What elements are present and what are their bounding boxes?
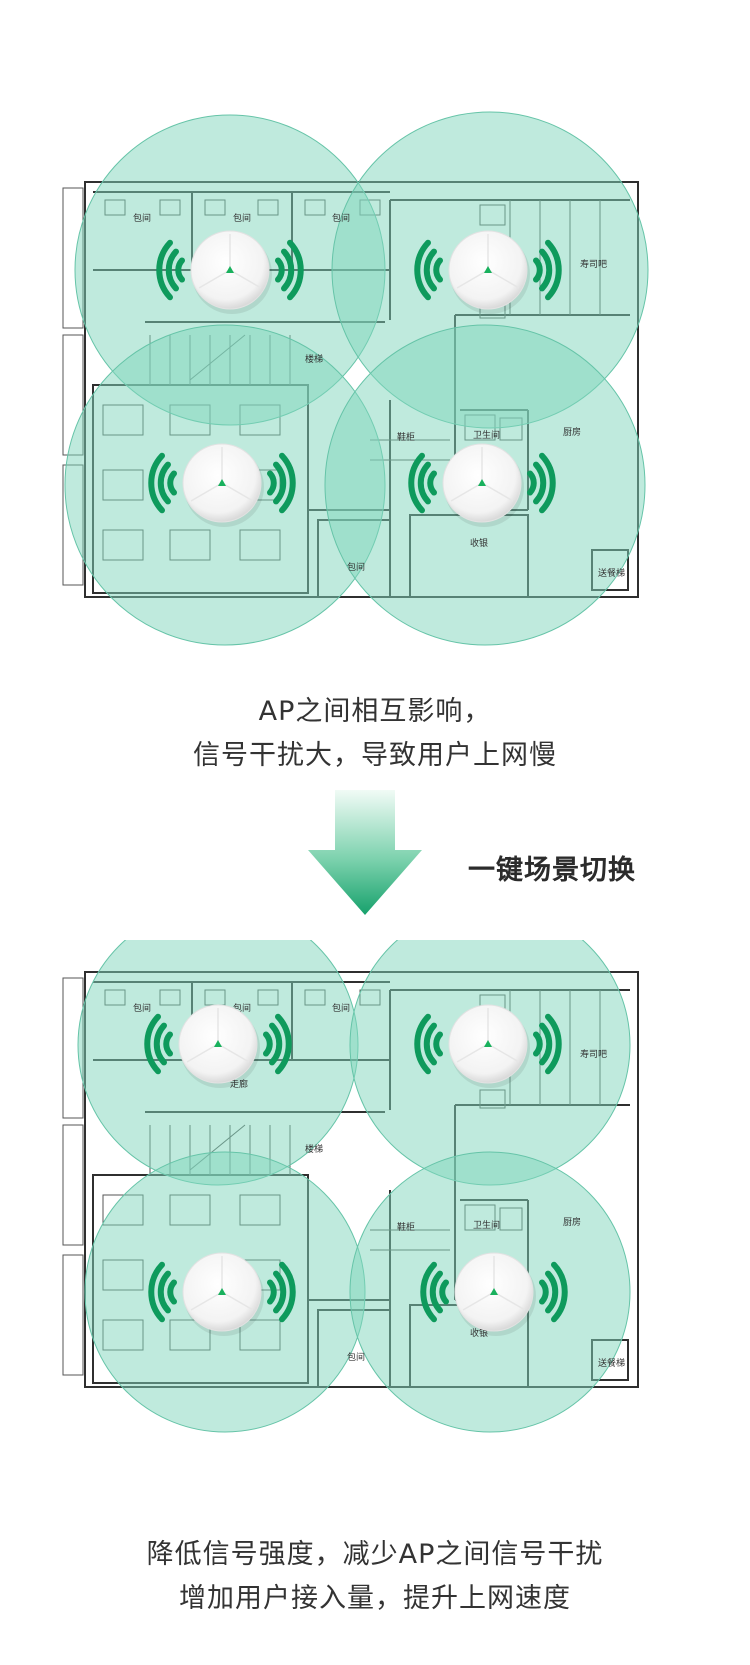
room-label: 走廊 bbox=[230, 1078, 248, 1090]
room-label: 包间 bbox=[233, 212, 251, 224]
room-label: 收银 bbox=[470, 537, 488, 549]
status-led-icon bbox=[478, 479, 486, 486]
caption-after: 降低信号强度，减少AP之间信号干扰 增加用户接入量，提升上网速度 bbox=[0, 1533, 750, 1621]
room-label: 送餐梯 bbox=[598, 567, 625, 579]
room-label: 厨房 bbox=[563, 1216, 581, 1228]
room-label: 楼梯 bbox=[305, 1143, 323, 1155]
status-led-icon bbox=[218, 1288, 226, 1295]
status-led-icon bbox=[484, 266, 492, 273]
room-labels: 包间 包间 包间 寿司吧 走廊 楼梯 鞋柜 卫生间 厨房 包间 收银 送餐梯 bbox=[133, 1002, 625, 1369]
status-led-icon bbox=[490, 1288, 498, 1295]
caption-line: 增加用户接入量，提升上网速度 bbox=[179, 1583, 571, 1614]
room-label: 卫生间 bbox=[473, 1219, 500, 1231]
room-label: 包间 bbox=[332, 212, 350, 224]
wifi-signal-icon bbox=[414, 1013, 562, 1075]
room-label: 包间 bbox=[332, 1002, 350, 1014]
access-point-device bbox=[408, 443, 556, 527]
floor-plan-before: 包间 包间 包间 寿司吧 楼梯 鞋柜 卫生间 厨房 包间 收银 送餐梯 bbox=[0, 100, 750, 660]
room-label: 包间 bbox=[347, 1351, 365, 1363]
room-label: 寿司吧 bbox=[580, 1048, 607, 1060]
access-point-device bbox=[148, 1252, 296, 1336]
room-label: 包间 bbox=[133, 212, 151, 224]
room-label: 鞋柜 bbox=[397, 431, 415, 443]
room-label: 送餐梯 bbox=[598, 1357, 625, 1369]
status-led-icon bbox=[214, 1040, 222, 1047]
room-label: 包间 bbox=[133, 1002, 151, 1014]
floor-plan-after: 包间 包间 包间 寿司吧 走廊 楼梯 鞋柜 卫生间 厨房 包间 收银 送餐梯 bbox=[0, 940, 750, 1500]
room-label: 厨房 bbox=[563, 426, 581, 438]
status-led-icon bbox=[226, 266, 234, 273]
room-label: 鞋柜 bbox=[397, 1221, 415, 1233]
room-label: 卫生间 bbox=[473, 429, 500, 441]
caption-line: AP之间相互影响， bbox=[258, 696, 492, 727]
access-point-device bbox=[414, 230, 562, 314]
access-points bbox=[148, 230, 562, 527]
wifi-signal-icon bbox=[408, 452, 556, 514]
wifi-signal-icon bbox=[144, 1013, 292, 1075]
access-point-device bbox=[420, 1252, 568, 1336]
room-labels: 包间 包间 包间 寿司吧 楼梯 鞋柜 卫生间 厨房 包间 收银 送餐梯 bbox=[133, 212, 625, 579]
wifi-signal-icon bbox=[414, 239, 562, 301]
caption-line: 信号干扰大，导致用户上网慢 bbox=[193, 740, 557, 771]
down-arrow-icon bbox=[300, 790, 430, 930]
room-label: 包间 bbox=[347, 561, 365, 573]
wifi-signal-icon bbox=[148, 452, 296, 514]
caption-line: 降低信号强度，减少AP之间信号干扰 bbox=[146, 1539, 604, 1570]
status-led-icon bbox=[218, 479, 226, 486]
scene-switch-label: 一键场景切换 bbox=[468, 855, 636, 886]
access-point-device bbox=[144, 1004, 292, 1088]
status-led-icon bbox=[484, 1040, 492, 1047]
room-label: 寿司吧 bbox=[580, 258, 607, 270]
access-point-device bbox=[156, 230, 304, 314]
access-point-device bbox=[148, 443, 296, 527]
wifi-signal-icon bbox=[420, 1261, 568, 1323]
wifi-signal-icon bbox=[148, 1261, 296, 1323]
wifi-signal-icon bbox=[156, 239, 304, 301]
caption-before: AP之间相互影响， 信号干扰大，导致用户上网慢 bbox=[0, 690, 750, 778]
access-points bbox=[144, 1004, 568, 1336]
access-point-device bbox=[414, 1004, 562, 1088]
room-label: 楼梯 bbox=[305, 353, 323, 365]
